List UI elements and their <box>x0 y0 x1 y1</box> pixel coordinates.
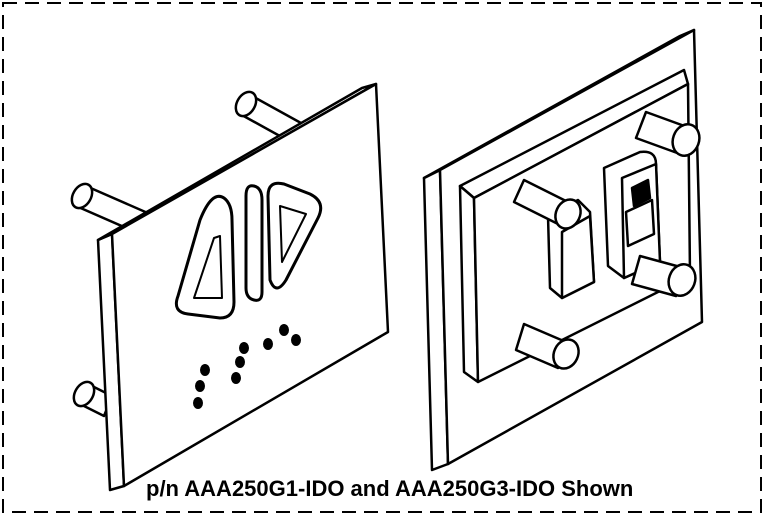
braille-dot <box>279 324 289 336</box>
stud-bottom <box>514 322 580 370</box>
stud-middle-left <box>512 178 582 230</box>
braille-dot <box>235 356 245 368</box>
braille-dot <box>239 342 249 354</box>
front-plate <box>70 82 390 492</box>
stud-upper-right <box>634 110 701 157</box>
figure-caption: p/n AAA250G1-IDO and AAA250G3-IDO Shown <box>146 476 634 501</box>
braille-dot <box>193 397 203 409</box>
braille-dot <box>200 364 210 376</box>
stud-bottom-left <box>72 380 114 418</box>
back-plate <box>422 28 704 472</box>
center-bar <box>244 184 264 302</box>
switch-window <box>624 198 656 248</box>
braille-dot <box>231 372 241 384</box>
braille-dot <box>195 380 205 392</box>
braille-dot <box>291 334 301 346</box>
stud-lower-right <box>630 254 697 298</box>
braille-dots <box>193 324 301 409</box>
braille-dot <box>263 338 273 350</box>
